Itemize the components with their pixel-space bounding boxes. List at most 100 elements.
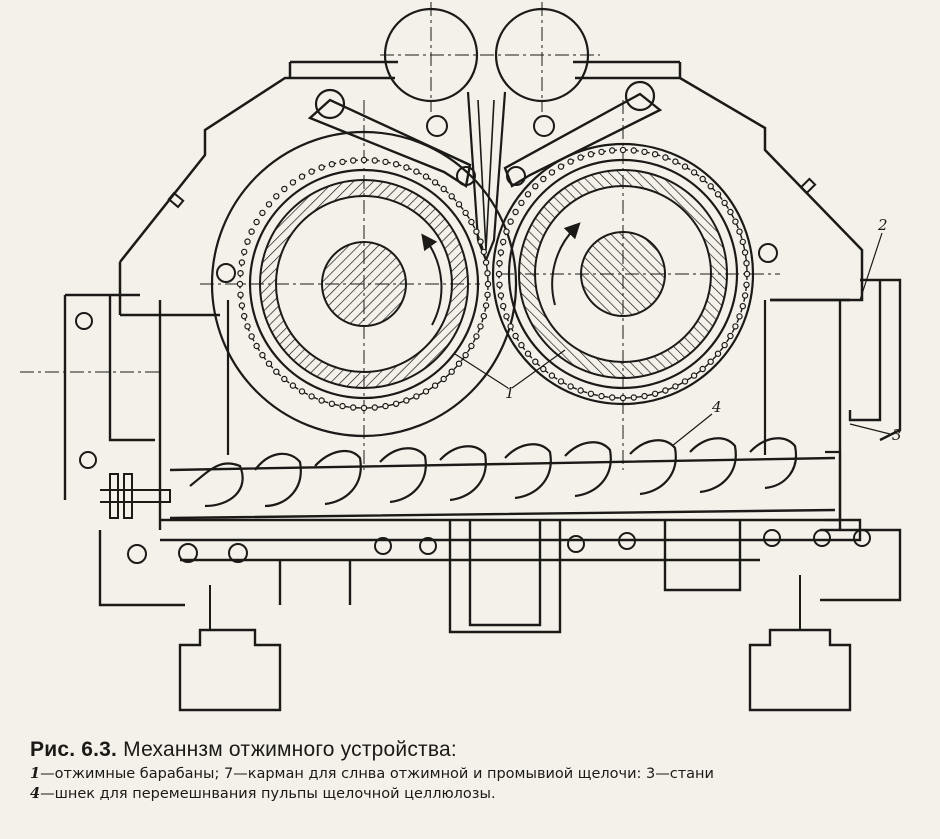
perforation-hole [236,280,244,288]
perforation-hole [699,175,706,183]
perforation-hole [736,313,743,320]
perforation-hole [238,302,246,309]
perforation-hole [371,157,378,164]
drum-perforations-right [495,146,751,402]
perforation-hole [609,394,616,401]
perforation-hole [455,360,463,367]
perforation-hole [496,281,503,288]
perforation-hole [240,248,248,256]
perforation-hole [240,312,248,320]
perforation-hole [328,160,336,168]
perforation-hole [641,392,648,400]
perforation-hole [480,312,487,320]
perforation-hole [253,342,260,350]
perforation-hole [265,360,273,367]
top-pressure-rollers [380,2,600,112]
perforation-hole [681,163,689,170]
perforation-hole [587,150,595,158]
callout-leaders [454,232,891,447]
perforation-hole [727,208,734,216]
perforation-hole [577,387,584,394]
caption-title-line: Рис. 6.3. Механнзм отжимного устройства: [30,738,936,762]
perforation-hole [468,342,475,350]
perforation-hole [237,270,244,277]
perforation-hole [289,179,297,186]
perforation-hole [587,390,595,397]
perforation-hole [431,179,439,186]
perforation-hole [298,388,306,395]
perforation-hole [736,228,743,235]
perforation-hole [371,404,378,411]
perforation-hole [651,150,659,158]
perforation-hole [462,209,469,217]
perforation-hole [524,191,532,198]
perforation-hole [382,402,389,410]
perforation-hole [448,368,455,375]
perforation-hole [662,154,669,161]
perforation-hole [477,238,484,245]
callout-screw: 4 [711,398,722,416]
pressing-drum-right [491,100,780,470]
perforation-hole [339,158,346,166]
perforation-hole [473,228,480,235]
perforation-hole [318,397,325,404]
perforation-hole [413,168,420,175]
perforation-hole [495,270,503,278]
perforation-hole [403,397,410,404]
perforation-hole [440,185,447,193]
perforation-hole [382,158,389,166]
perforation-hole [422,173,430,180]
perforation-hole [690,169,698,176]
perforation-hole [732,218,739,225]
perforation-hole [739,302,747,310]
perforation-hole [567,383,574,390]
perforation-hole [672,158,679,165]
perforation-hole [253,218,260,226]
perforation-hole [512,208,519,216]
perforation-hole [743,260,750,267]
legend-number-1: 1 [30,765,41,782]
perforation-hole [360,404,368,412]
perforation-hole [503,228,510,235]
perforation-hole [721,341,728,349]
perforation-hole [518,341,525,349]
perforation-hole [630,147,638,154]
perforation-hole [567,158,574,165]
perforation-hole [422,388,430,395]
perforation-hole [360,156,368,164]
perforation-hole [281,185,288,193]
perforation-hole [308,393,315,400]
callout-pocket: 2 [877,216,888,234]
figure-caption: Рис. 6.3. Механнзм отжимного устройства:… [30,738,936,802]
perforation-hole [619,146,627,154]
perforation-hole [497,292,505,299]
perforation-hole [298,173,306,180]
press-mechanism-drawing: 1 2 3 4 [20,2,902,712]
perforation-hole [496,260,503,267]
callout-drums: 1 [505,384,515,402]
perforation-hole [690,372,698,379]
perforation-hole [431,382,439,389]
perforation-hole [532,358,539,365]
perforation-hole [739,238,747,246]
perforation-hole [238,259,246,266]
callout-frame: 3 [892,426,902,444]
perforation-hole [577,154,584,161]
drum-perforations-left [236,156,492,412]
perforation-hole [455,201,463,208]
perforation-hole [518,199,525,207]
perforation-hole [732,323,739,330]
caption-title: Механнзм отжимного устройства: [123,738,457,761]
perforation-hole [350,157,357,164]
perforation-hole [273,368,280,375]
left-wall-frame [63,293,155,500]
legend-text-1: —отжимные барабаны; 7—карман для слнва о… [40,766,714,782]
perforation-hole [281,375,288,383]
perforation-hole [598,148,605,156]
perforation-hole [741,249,749,256]
legend-text-2: —шнек для перемешнвания пульпы щелочной … [40,786,496,802]
perforation-hole [468,218,475,226]
perforation-hole [259,351,266,359]
perforation-hole [473,333,480,340]
perforation-hole [630,394,638,401]
